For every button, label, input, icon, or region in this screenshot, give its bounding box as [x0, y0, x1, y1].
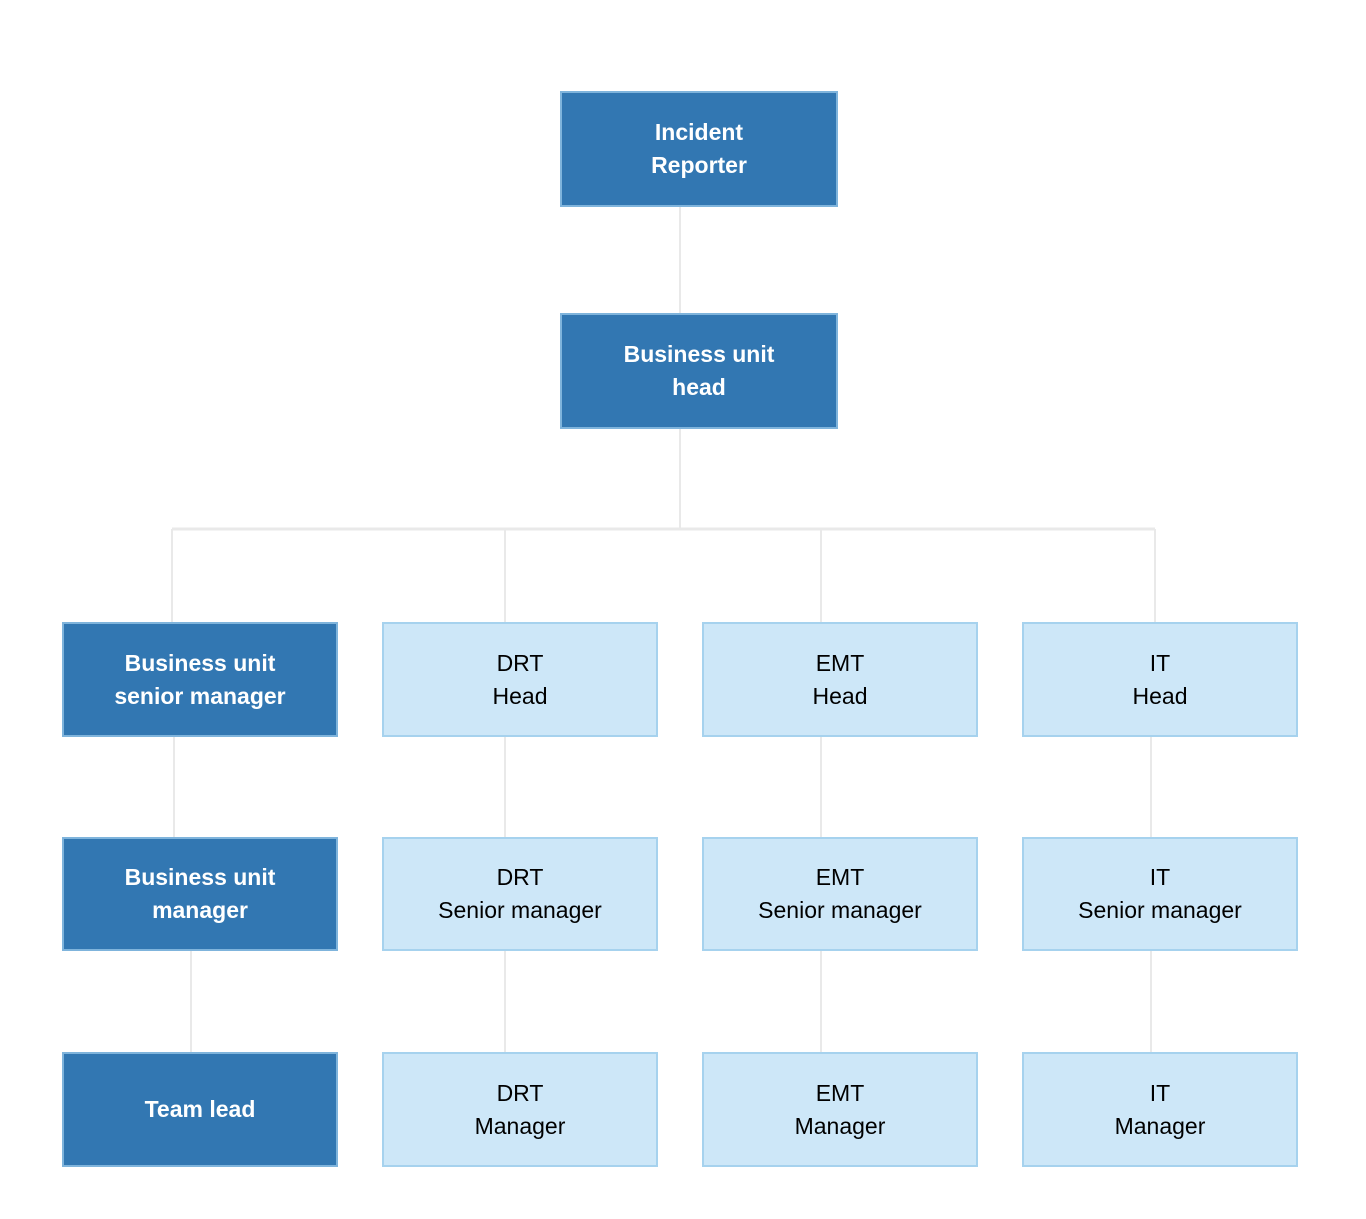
- drt-senior-manager-label: DRT Senior manager: [438, 864, 602, 923]
- it-manager-label: IT Manager: [1114, 1079, 1206, 1139]
- drt-manager-label: DRT Manager: [474, 1079, 566, 1139]
- emt-senior-manager-label: EMT Senior manager: [758, 864, 922, 923]
- org-node-drt-head: DRT Head: [382, 622, 658, 737]
- org-node-emt-senior-manager: EMT Senior manager: [702, 837, 978, 951]
- emt-head-label: EMT Head: [812, 649, 868, 709]
- it-head-label: IT Head: [1132, 649, 1188, 709]
- org-node-drt-manager: DRT Manager: [382, 1052, 658, 1167]
- org-node-emt-manager: EMT Manager: [702, 1052, 978, 1167]
- emt-manager-label: EMT Manager: [794, 1079, 886, 1139]
- org-node-business-unit-head: Business unit head: [560, 313, 838, 429]
- org-node-it-senior-manager: IT Senior manager: [1022, 837, 1298, 951]
- incident-reporter-label: Incident Reporter: [651, 119, 747, 178]
- org-node-emt-head: EMT Head: [702, 622, 978, 737]
- team-lead-label: Team lead: [144, 1096, 256, 1122]
- org-node-business-unit-manager: Business unit manager: [62, 837, 338, 951]
- business-unit-senior-manager-label: Business unit senior manager: [114, 649, 286, 709]
- org-node-incident-reporter: Incident Reporter: [560, 91, 838, 207]
- org-node-it-manager: IT Manager: [1022, 1052, 1298, 1167]
- org-node-drt-senior-manager: DRT Senior manager: [382, 837, 658, 951]
- drt-head-label: DRT Head: [492, 649, 548, 709]
- business-unit-manager-label: Business unit manager: [124, 864, 276, 923]
- business-unit-head-label: Business unit head: [623, 341, 775, 400]
- it-senior-manager-label: IT Senior manager: [1078, 864, 1242, 923]
- org-node-it-head: IT Head: [1022, 622, 1298, 737]
- org-node-team-lead: Team lead: [62, 1052, 338, 1167]
- org-node-business-unit-senior-manager: Business unit senior manager: [62, 622, 338, 737]
